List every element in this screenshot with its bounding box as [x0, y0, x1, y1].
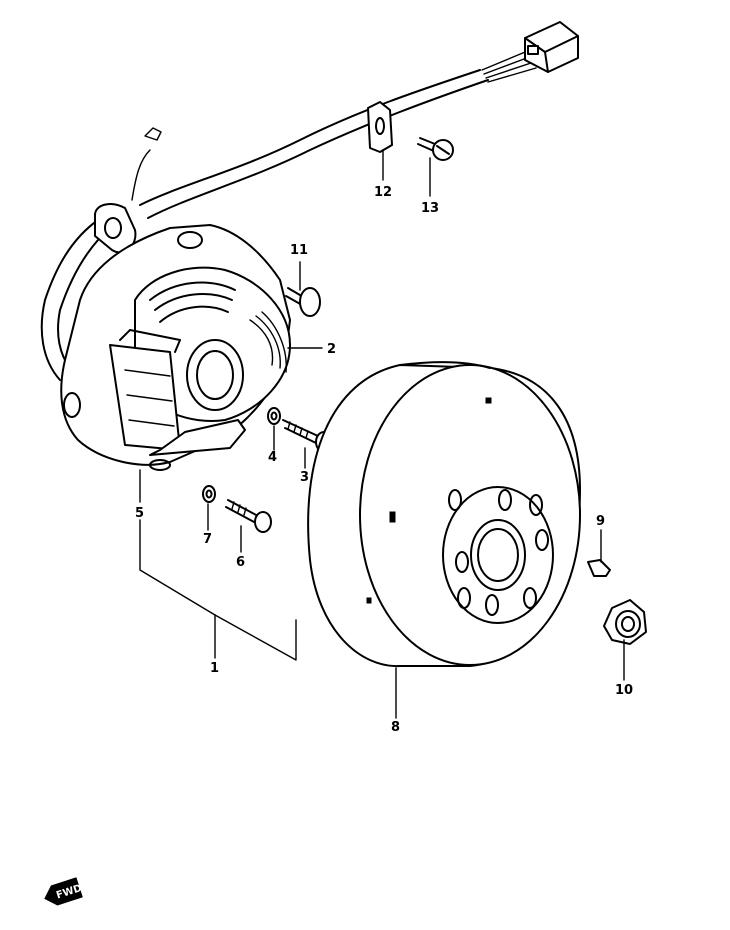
forward-direction-arrow: FWD — [44, 877, 83, 906]
callout-3: 3 — [300, 470, 309, 485]
wire-clamp — [367, 101, 393, 153]
wire-harness — [40, 49, 537, 381]
callout-9: 9 — [596, 514, 605, 529]
grommet — [94, 203, 137, 254]
leader-lines — [139, 149, 625, 719]
callout-8: 8 — [391, 720, 400, 735]
callout-5: 5 — [135, 506, 144, 521]
callout-12: 12 — [374, 185, 392, 200]
callout-10: 10 — [615, 683, 633, 698]
callout-13: 13 — [421, 201, 439, 216]
washer-4 — [267, 407, 281, 425]
rotor-nut — [603, 599, 647, 645]
pickup-coil — [109, 329, 246, 471]
screw-11 — [285, 287, 321, 317]
connector-plug — [524, 21, 579, 73]
screw-6 — [225, 499, 272, 533]
screw-13 — [417, 137, 454, 161]
callout-6: 6 — [236, 555, 245, 570]
callout-2: 2 — [327, 342, 336, 357]
callout-4: 4 — [268, 450, 277, 465]
callout-7: 7 — [203, 532, 212, 547]
flywheel-rotor — [307, 361, 581, 668]
washer-7 — [202, 485, 216, 503]
callout-11: 11 — [290, 243, 308, 258]
callout-1: 1 — [210, 661, 219, 676]
woodruff-key — [587, 559, 611, 577]
